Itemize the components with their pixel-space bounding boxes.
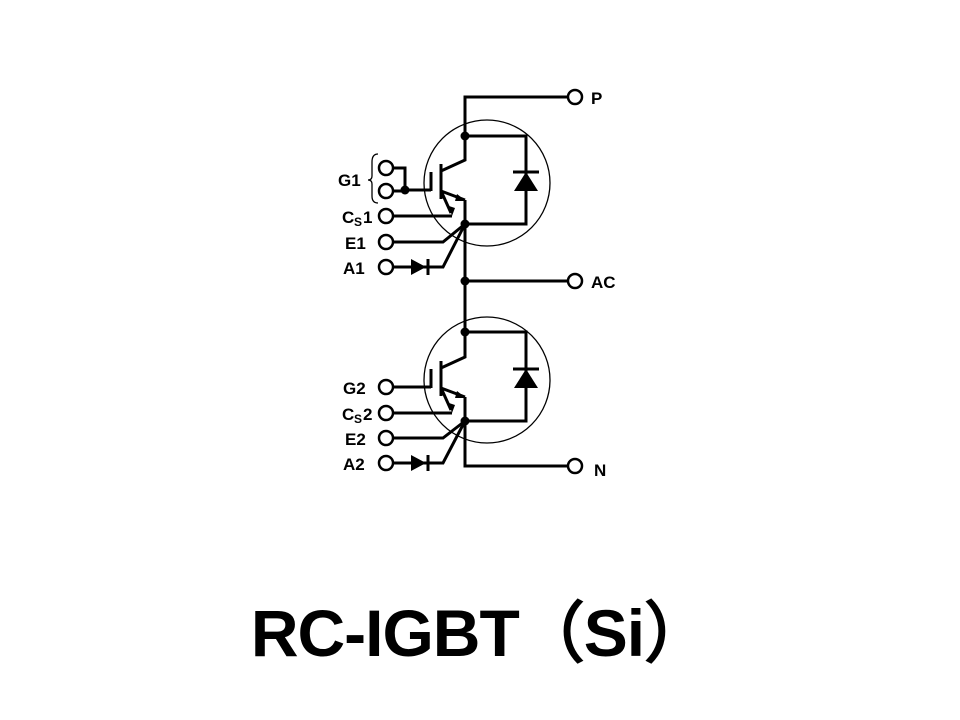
e2-wire [393,419,466,440]
upper-device-outline [423,119,551,247]
label-cs2-main: C [342,405,354,424]
terminal-a2[interactable] [377,454,395,472]
terminal-cs1[interactable] [377,207,395,225]
terminal-g2[interactable] [377,378,395,396]
terminal-p[interactable] [566,88,584,106]
p-rail-wire [463,95,567,135]
label-cs2-num: 2 [363,405,372,424]
g1-brace [367,153,379,204]
upper-sense-wire [440,192,453,214]
terminal-ac[interactable] [566,272,584,290]
a1-diode-icon [411,259,426,275]
label-cs1-num: 1 [363,208,372,227]
label-n: N [594,461,606,480]
label-cs1-sub: S [354,215,362,229]
lower-emitter-arrow-icon [455,391,466,398]
upper-emitter-arrow-icon [455,194,466,201]
label-g1: G1 [338,171,361,190]
e1-wire [393,222,466,244]
lower-collector-wire [440,332,467,370]
g1-node [400,185,410,195]
upper-sense-arrow-icon [449,206,455,216]
terminal-g1-a[interactable] [377,159,395,177]
label-e1: E1 [345,234,366,253]
n-rail-wire [463,421,567,468]
a1-wire [393,223,467,269]
label-a1: A1 [343,259,365,278]
label-cs2-sub: S [354,412,362,426]
lower-device-outline [423,316,551,444]
label-p: P [591,89,602,108]
lower-switch [423,316,551,444]
label-e2: E2 [345,430,366,449]
terminal-n[interactable] [566,457,584,475]
lower-sense-wire [440,389,453,411]
upper-diode-loop [465,134,528,226]
diagram-caption: RC-IGBT（Si） [250,596,710,670]
terminal-g1-b[interactable] [377,182,395,200]
label-g2: G2 [343,379,366,398]
a2-diode-icon [411,455,426,471]
terminal-e2[interactable] [377,429,395,447]
a2-wire [393,420,467,465]
lower-sense-arrow-icon [449,403,455,413]
g1-wire [393,166,431,192]
terminal-cs2[interactable] [377,404,395,422]
terminal-a1[interactable] [377,258,395,276]
upper-freewheel-diode-icon [514,172,538,191]
upper-switch [423,119,551,247]
label-a2: A2 [343,455,365,474]
terminal-e1[interactable] [377,233,395,251]
lower-freewheel-diode-icon [514,369,538,388]
upper-collector-wire [440,136,467,173]
label-cs1-main: C [342,208,354,227]
lower-diode-loop [465,330,528,423]
label-ac: AC [591,273,616,292]
